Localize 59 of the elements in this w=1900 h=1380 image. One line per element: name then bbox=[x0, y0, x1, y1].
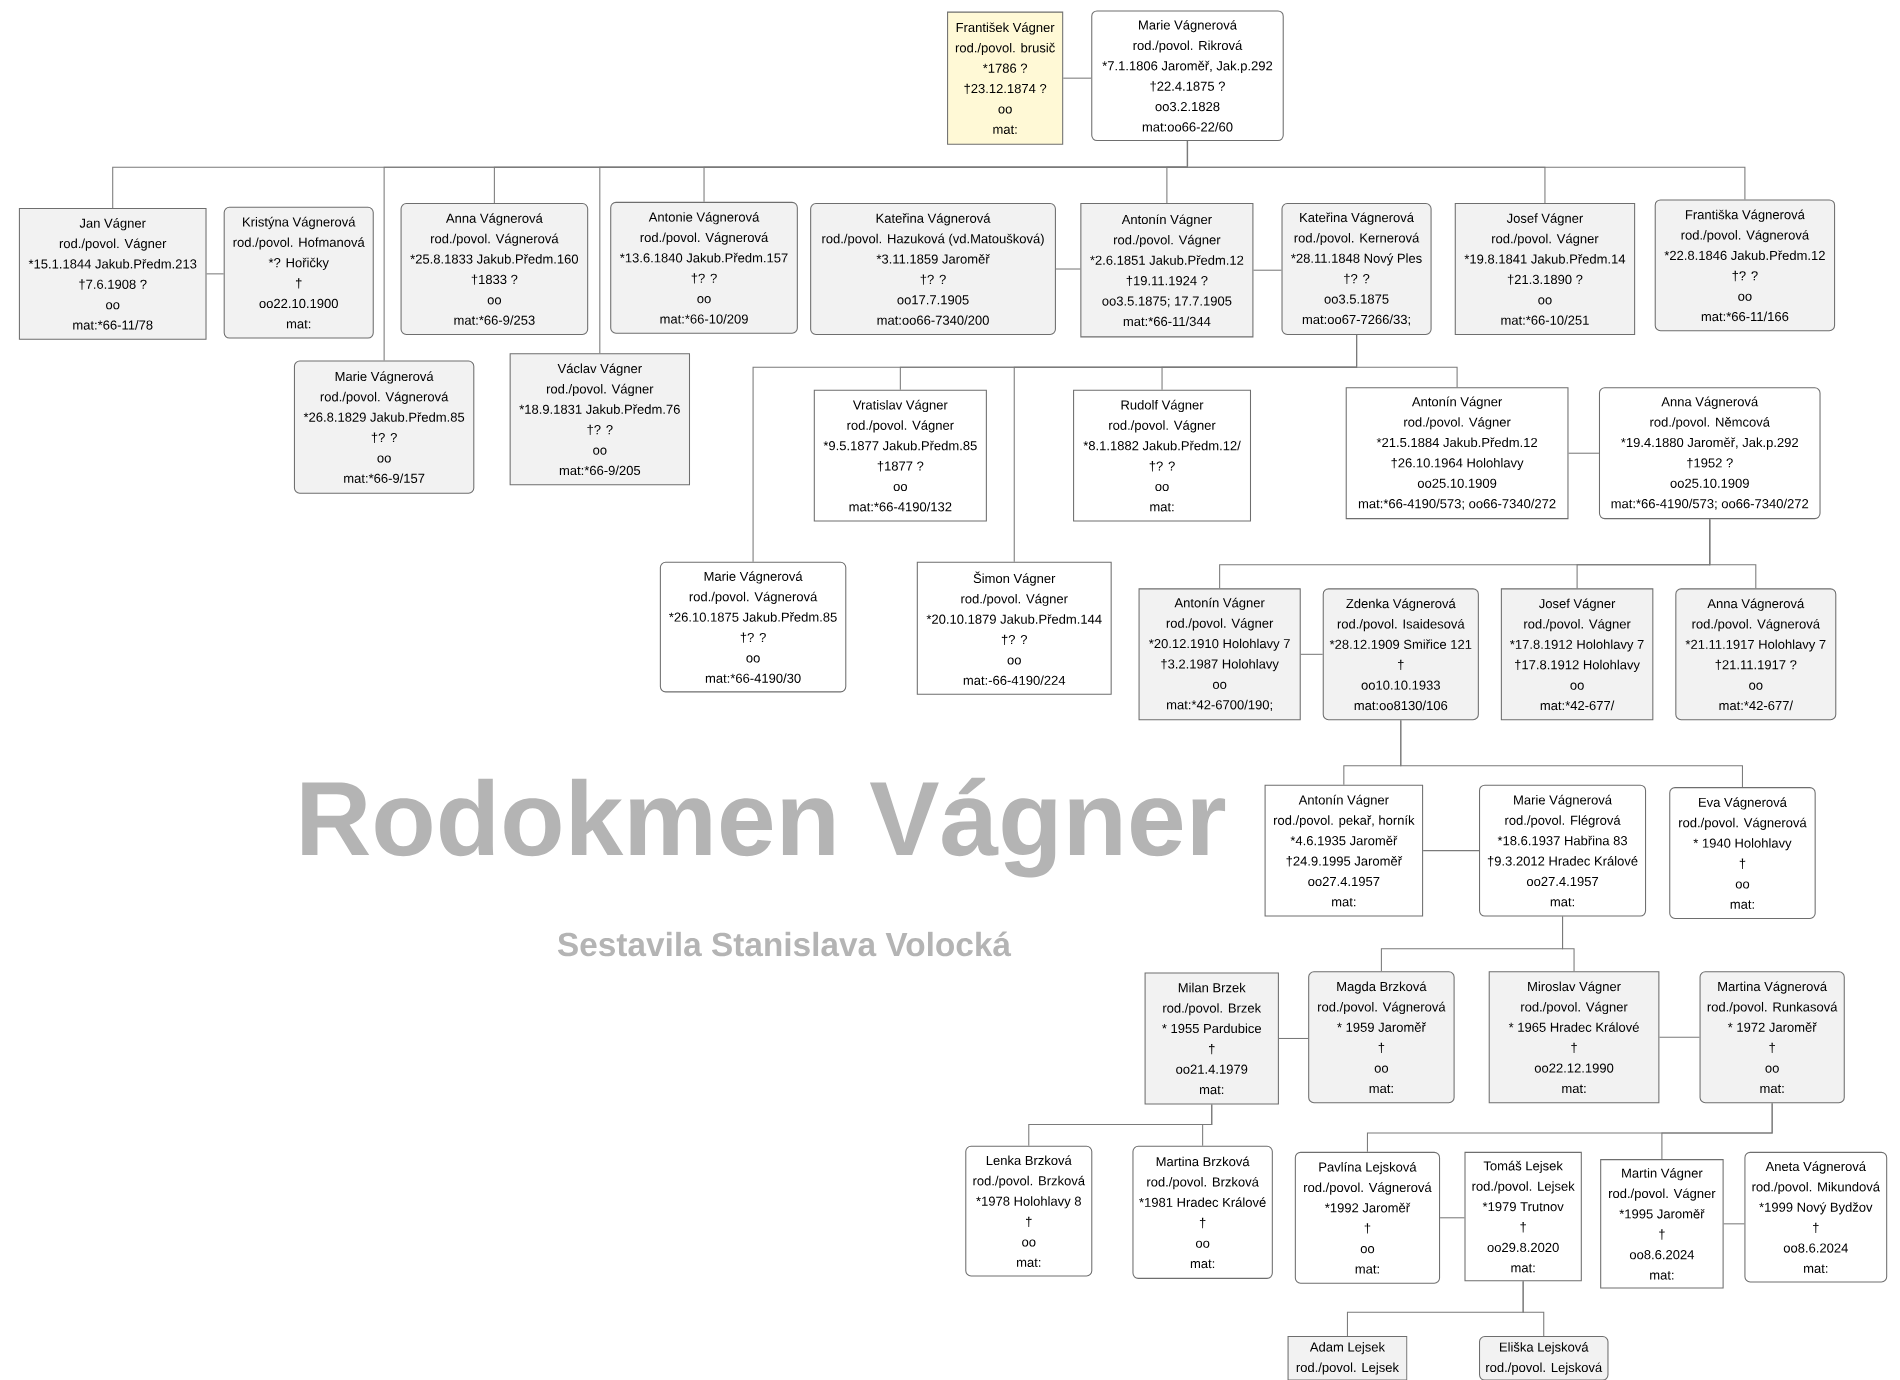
person-box: Antonie Vágnerová rod./povol. Vágnerová *13.6.1840 Jakub.Předm.157 †? ? oo mat:*66-10/209 bbox=[610, 201, 798, 334]
person-box: Eliška Lejsková rod./povol. Lejsková bbox=[1479, 1335, 1609, 1380]
person-box: Jan Vágner rod./povol. Vágner *15.1.1844 Jakub.Předm.213 †7.6.1908 ? oo mat:*66-11/78 bbox=[18, 207, 207, 340]
person-box: Tomáš Lejsek rod./povol. Lejsek *1979 Trutnov † oo29.8.2020 mat: bbox=[1464, 1151, 1582, 1282]
person-box: Martin Vágner rod./povol. Vágner *1995 Jaroměř † oo8.6.2024 mat: bbox=[1600, 1159, 1724, 1289]
person-box: Kristýna Vágnerová rod./povol. Hofmanová *? Hořičky † oo22.10.1900 mat: bbox=[223, 206, 374, 339]
person-box: Rudolf Vágner rod./povol. Vágner *8.1.1882 Jakub.Předm.12/ †? ? oo mat: bbox=[1073, 389, 1251, 522]
person-box: Antonín Vágner rod./povol. pekař, horník *4.6.1935 Jaroměř †24.9.1995 Jaroměř oo27.4.1957 mat: bbox=[1264, 784, 1424, 917]
connector-line bbox=[1400, 719, 1743, 788]
person-box: Anna Vágnerová rod./povol. Vágnerová *25.8.1833 Jakub.Předm.160 †1833 ? oo mat:*66-9/253 bbox=[400, 203, 589, 335]
person-box: Marie Vágnerová rod./povol. Vágnerová *26.8.1829 Jakub.Předm.85 †? ? oo mat:*66-9/157 bbox=[293, 360, 475, 494]
person-box: Františka Vágnerová rod./povol. Vágnerová *22.8.1846 Jakub.Předm.12 †? ? oo mat:*66-11/166 bbox=[1654, 199, 1836, 332]
person-box: Martina Brzková rod./povol. Brzková *1981 Hradec Králové † oo mat: bbox=[1132, 1145, 1273, 1279]
person-box: Antonín Vágner rod./povol. Vágner *20.12.1910 Holohlavy 7 †3.2.1987 Holohlavy oo mat:*42-6700/190; bbox=[1138, 588, 1301, 721]
connector-line bbox=[1522, 1280, 1545, 1337]
person-box: Anna Vágnerová rod./povol. Vágnerová *21.11.1917 Holohlavy 7 †21.11.1917 ? oo mat:*42-677/ bbox=[1675, 588, 1837, 721]
person-box: Šimon Vágner rod./povol. Vágner *20.10.1879 Jakub.Předm.144 †? ? oo mat:-66-4190/224 bbox=[916, 561, 1112, 695]
person-box: Zdenka Vágnerová rod./povol. Isaidesová *28.12.1909 Smiřice 121 † oo10.10.1933 mat:oo8130/106 bbox=[1322, 588, 1479, 721]
person-box: Antonín Vágner rod./povol. Vágner *2.6.1851 Jakub.Předm.12 †19.11.1924 ? oo3.5.1875; 17.7.1905 mat:*66-11/344 bbox=[1080, 202, 1254, 338]
person-box: Marie Vágnerová rod./povol. Flégrová *18.6.1937 Habřina 83 †9.3.2012 Hradec Králové oo27.4.1957 mat: bbox=[1479, 784, 1647, 917]
person-box: Josef Vágner rod./povol. Vágner *19.8.1841 Jakub.Předm.14 †21.3.1890 ? oo mat:*66-10/251 bbox=[1454, 203, 1636, 335]
person-box: Miroslav Vágner rod./povol. Vágner * 1965 Hradec Králové † oo22.12.1990 mat: bbox=[1488, 971, 1660, 1104]
person-box: Antonín Vágner rod./povol. Vágner *21.5.1884 Jakub.Předm.12 †26.10.1964 Holohlavy oo25.10.1909 mat:*66-4190/573; oo66-7340/272 bbox=[1345, 387, 1569, 520]
connector-line bbox=[1658, 1036, 1701, 1038]
connector-line bbox=[1186, 140, 1746, 200]
connector-line bbox=[1278, 1037, 1309, 1039]
connector-line bbox=[1422, 850, 1480, 852]
person-box: Milan Brzek rod./povol. Brzek * 1955 Pardubice † oo21.4.1979 mat: bbox=[1144, 972, 1279, 1105]
connector-line bbox=[1562, 915, 1575, 972]
connector-line bbox=[1202, 1103, 1213, 1147]
person-box: Vratislav Vágner rod./povol. Vágner *9.5.1877 Jakub.Předm.85 †1877 ? oo mat:*66-4190/132 bbox=[813, 389, 987, 522]
title: Rodokmen Vágner bbox=[302, 777, 1226, 878]
connector-line bbox=[1439, 1217, 1465, 1219]
person-box: Kateřina Vágnerová rod./povol. Kernerová *28.11.1848 Nový Ples †? ? oo3.5.1875 mat:oo67-7266/33; bbox=[1281, 203, 1432, 335]
person-box: Pavlína Lejsková rod./povol. Vágnerová *1992 Jaroměř † oo mat: bbox=[1294, 1151, 1441, 1284]
subtitle: Sestavila Stanislava Volocká bbox=[557, 931, 1012, 957]
connector-line bbox=[206, 273, 225, 275]
person-box: Adam Lejsek rod./povol. Lejsek bbox=[1287, 1335, 1408, 1380]
person-box: Anna Vágnerová rod./povol. Němcová *19.4.1880 Jaroměř, Jak.p.292 †1952 ? oo25.10.1909 mat:*66-4190/573; oo66-7340/272 bbox=[1598, 387, 1821, 520]
person-box: Kateřina Vágnerová rod./povol. Hazuková (vd.Matoušková) *3.11.1859 Jaroměř †? ? oo17.7.1905 mat:oo66-7340/200 bbox=[810, 203, 1056, 335]
person-box: Magda Brzková rod./povol. Vágnerová * 1959 Jaroměř † oo mat: bbox=[1308, 971, 1455, 1104]
connector-line bbox=[1252, 269, 1282, 271]
connector-line bbox=[1709, 518, 1757, 589]
connector-line bbox=[1055, 268, 1081, 270]
person-box: Martina Vágnerová rod./povol. Runkasová * 1972 Jaroměř † oo mat: bbox=[1699, 971, 1845, 1104]
connector-line bbox=[1356, 334, 1458, 388]
connector-line bbox=[1661, 1102, 1773, 1160]
person-box: Lenka Brzková rod./povol. Brzková *1978 Holohlavy 8 † oo mat: bbox=[965, 1145, 1093, 1277]
person-box: Václav Vágner rod./povol. Vágner *18.9.1831 Jakub.Předm.76 †? ? oo mat:*66-9/205 bbox=[509, 353, 691, 486]
connector-line bbox=[1567, 452, 1600, 454]
connector-line bbox=[1300, 653, 1324, 655]
connector-line bbox=[1062, 77, 1092, 79]
person-box: Marie Vágnerová rod./povol. Rikrová *7.1.1806 Jaroměř, Jak.p.292 †22.4.1875 ? oo3.2.1828 mat:oo66-22/60 bbox=[1091, 10, 1284, 142]
connector-line bbox=[1723, 1223, 1745, 1225]
person-box: František Vágner rod./povol. brusič *1786 ? †23.12.1874 ? oo mat: bbox=[947, 11, 1064, 145]
person-box: Aneta Vágnerová rod./povol. Mikundová *1999 Nový Bydžov † oo8.6.2024 mat: bbox=[1744, 1151, 1888, 1283]
person-box: Josef Vágner rod./povol. Vágner *17.8.1912 Holohlavy 7 †17.8.1912 Holohlavy oo mat:*42-677/ bbox=[1500, 588, 1654, 721]
person-box: Eva Vágnerová rod./povol. Vágnerová * 1940 Holohlavy † oo mat: bbox=[1669, 787, 1816, 919]
person-box: Marie Vágnerová rod./povol. Vágnerová *26.10.1875 Jakub.Předm.85 †? ? oo mat:*66-4190/30 bbox=[659, 561, 847, 693]
